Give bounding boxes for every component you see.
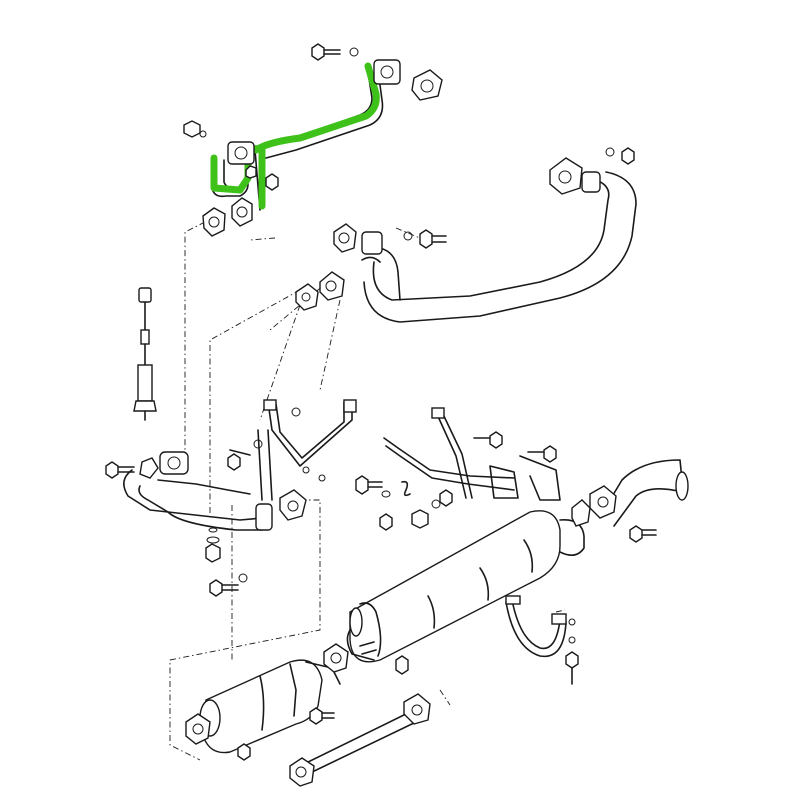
hanger-brackets[interactable] (227, 399, 561, 531)
highlight-overlay (210, 62, 380, 210)
leader-lines (169, 221, 566, 761)
tail-pipe[interactable] (589, 459, 689, 543)
gasket-mid (295, 271, 345, 311)
bolt-rear (403, 147, 635, 249)
lambda-sensor[interactable] (133, 287, 157, 421)
gasket-top (411, 69, 443, 101)
front-pipe-assembly[interactable] (123, 429, 307, 531)
gasket-left (202, 197, 253, 237)
bolt-top (311, 43, 359, 61)
rear-crossover-pipe[interactable] (333, 157, 637, 323)
flange-top (373, 59, 401, 85)
bolt-front (105, 461, 248, 597)
exhaust-crossover-pipe[interactable] (183, 59, 401, 211)
bolt-left (183, 120, 207, 138)
catalytic-converter[interactable] (185, 641, 409, 761)
rear-muffler[interactable] (346, 499, 591, 663)
intermediate-pipe[interactable] (289, 693, 431, 787)
muffler-strap[interactable] (505, 595, 579, 685)
flange-left (227, 141, 255, 165)
